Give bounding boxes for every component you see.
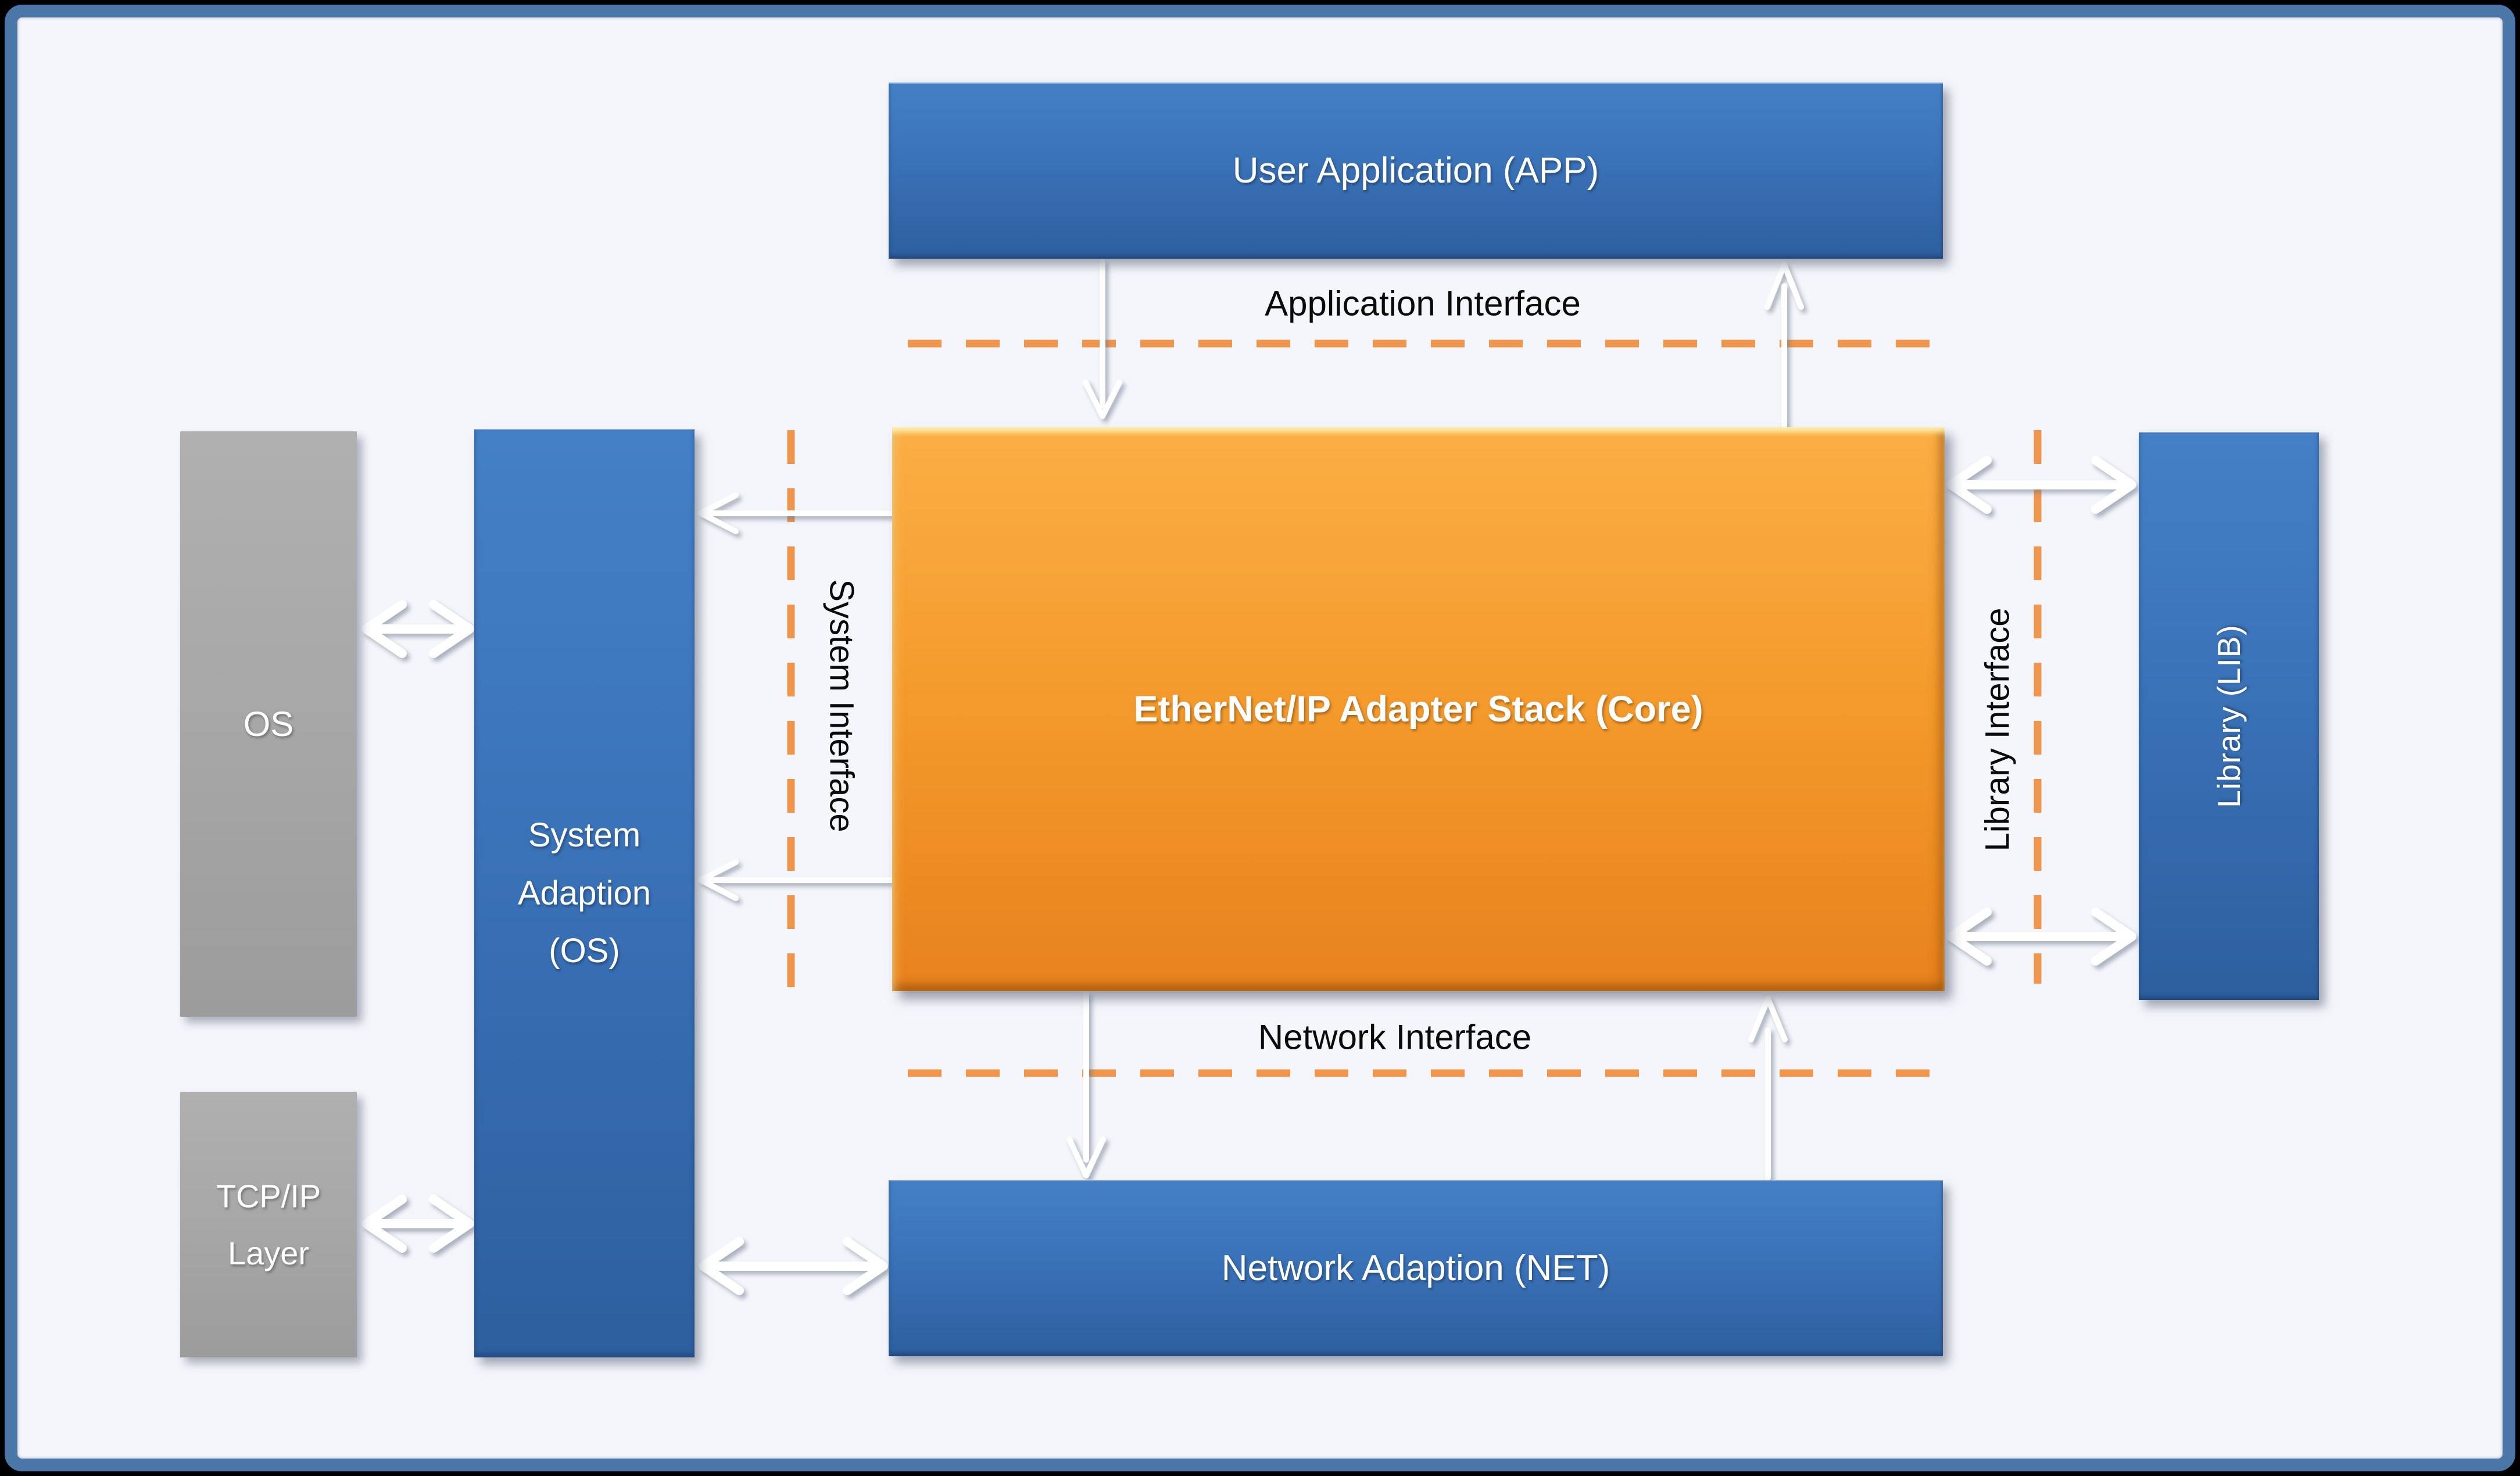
arrow-net-to-core-icon [1748, 996, 1788, 1181]
box-network-adaption: Network Adaption (NET) [889, 1180, 1943, 1356]
box-library: Library (LIB) [2139, 432, 2319, 1000]
arrow-core-to-system-adaption-lower-icon [698, 859, 895, 901]
application-interface-label: Application Interface [1265, 284, 1581, 323]
box-ethernet-ip-core: EtherNet/IP Adapter Stack (Core) [892, 427, 1945, 991]
network-adaption-label: Network Adaption (NET) [1221, 1248, 1610, 1288]
core-label: EtherNet/IP Adapter Stack (Core) [1133, 689, 1703, 730]
arrow-core-library-lower-icon [1946, 907, 2136, 966]
box-user-application: User Application (APP) [889, 83, 1943, 259]
box-system-adaption: System Adaption (OS) [474, 429, 695, 1357]
arrow-core-library-upper-icon [1946, 456, 2136, 514]
box-os: OS [180, 431, 357, 1017]
arrow-core-to-net-icon [1066, 991, 1106, 1178]
os-label: OS [243, 705, 294, 744]
network-interface-label: Network Interface [1258, 1017, 1532, 1057]
tcpip-layer-label: TCP/IP Layer [216, 1177, 321, 1271]
arrow-tcpip-system-adaption-icon [361, 1195, 474, 1253]
arrow-core-to-app-icon [1764, 262, 1804, 428]
arrow-os-system-adaption-icon [361, 600, 474, 658]
arrow-core-to-system-adaption-upper-icon [698, 492, 895, 534]
box-tcpip-layer: TCP/IP Layer [180, 1092, 357, 1357]
system-interface-label: System Interface [822, 579, 861, 832]
arrow-app-to-core-icon [1083, 259, 1122, 419]
arrow-system-adaption-net-icon [699, 1237, 888, 1295]
system-adaption-label: System Adaption (OS) [518, 816, 651, 970]
library-interface-label: Library Interface [1978, 607, 2017, 852]
library-label: Library (LIB) [2211, 624, 2247, 808]
user-application-label: User Application (APP) [1232, 151, 1599, 191]
